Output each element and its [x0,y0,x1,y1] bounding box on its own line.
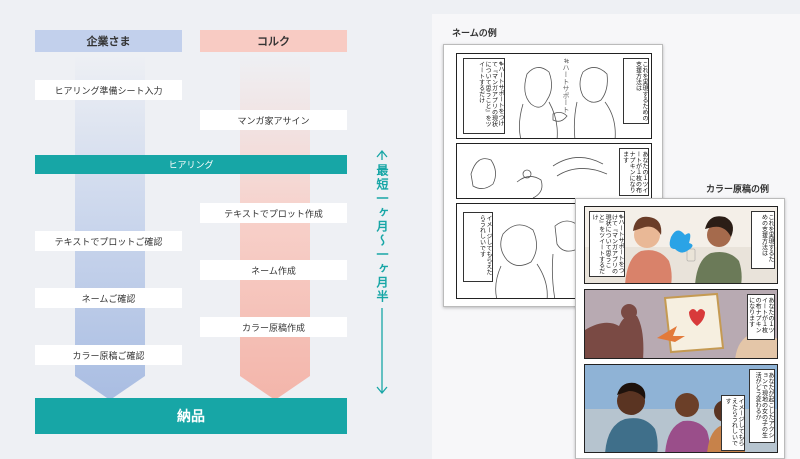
name-p1-bubble-right: これを実現するための支援方法は [623,58,649,124]
client-step-name-review: ネームご確認 [35,288,182,308]
corc-step-artist-assign: マンガ家アサイン [200,110,347,130]
name-example-sheet: #ハートサポートをつけて『マンガアプリの現状について思うこと』をツイートするだけ… [443,44,663,307]
color-panel-2: あなたの１ツイートが１枚の布ナプキンになります [584,289,778,359]
color-p3-bubble-b: イメージしてもらえたらうれしいです [721,395,745,451]
name-p1-bubble-left: #ハートサポートをつけて『マンガアプリの現状について思うこと』をツイートするだけ [463,58,505,134]
name-hashtag-sketch: #ハートサポート [562,58,570,113]
client-step-plot-review: テキストでプロットご確認 [35,231,182,251]
color-example-sheet: #ハートサポートをつけて『マンガアプリの現状について思うこと』をツイートするだけ… [575,198,785,459]
lane-arrow-client [75,54,145,400]
name-panel-2: あなたの１ツイートが１枚の布ナプキンになります [456,143,652,199]
color-panel-1: #ハートサポートをつけて『マンガアプリの現状について思うこと』をツイートするだけ… [584,206,778,284]
color-panel-3: あなたが起こしたアクションで現地の女の子の生活がどう変わるか イメージしてもらえ… [584,364,778,453]
name-example-label: ネームの例 [452,29,497,39]
name-p2-bubble: あなたの１ツイートが１枚の布ナプキンになります [619,148,649,196]
color-p2-bubble: あなたの１ツイートが１枚の布ナプキンになります [747,294,775,340]
corc-step-color-create: カラー原稿作成 [200,317,347,337]
client-step-hearing-prep: ヒアリング準備シート入力 [35,80,182,100]
color-p1-bubble-left: #ハートサポートをつけて『マンガアプリの現状について思うこと』をツイートするだけ [589,211,625,277]
delivery-bar: 納品 [35,398,347,434]
name-panel-1: #ハートサポートをつけて『マンガアプリの現状について思うこと』をツイートするだけ… [456,53,652,139]
corc-step-name-create: ネーム作成 [200,260,347,280]
lane-arrow-corc [240,54,310,400]
client-step-color-review: カラー原稿ご確認 [35,345,182,365]
corc-step-plot-create: テキストでプロット作成 [200,203,347,223]
hearing-bar: ヒアリング [35,155,347,174]
duration-label: 最短一ヶ月〜一ヶ月半 [373,160,391,308]
lane-header-client: 企業さま [35,30,182,52]
color-p3-bubble-a: あなたが起こしたアクションで現地の女の子の生活がどう変わるか [749,369,775,443]
color-example-label: カラー原稿の例 [706,185,770,195]
name-p3-bubble: イメージしてもらえたらうれしいです [463,212,493,282]
lane-header-corc: コルク [200,30,347,52]
color-p1-bubble-right: これを実現するための支援方法は [751,211,775,269]
